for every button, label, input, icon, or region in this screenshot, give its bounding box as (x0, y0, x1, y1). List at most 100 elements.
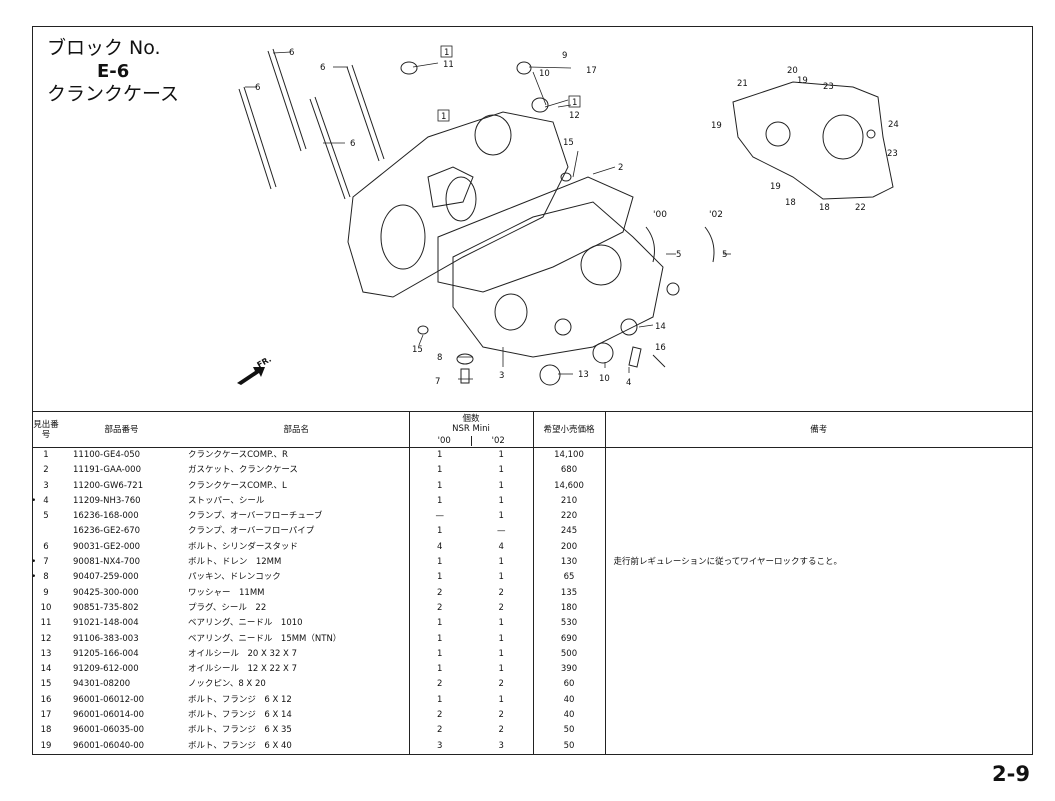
callout-24: 24 (888, 120, 899, 130)
ref-no-text: 5 (43, 511, 49, 522)
qty-02-cell: 2 (498, 602, 504, 613)
ref-no-cell: 3 (33, 479, 59, 494)
parts-diagram: 1 1 1 6 6 6 6 11 9 10 17 12 15 2 5 5 (33, 27, 1032, 411)
ref-no-text: 16 (40, 694, 52, 705)
part-number-cell: 16236-168-000 (73, 511, 139, 522)
callout-18: 18 (819, 203, 830, 213)
ref-no-cell: 16 (33, 693, 59, 708)
callout-6: 6 (289, 48, 294, 58)
callout-6: 6 (350, 139, 355, 149)
price-cell: 680 (532, 463, 605, 479)
header-quantity: 個数 NSR Mini '00 '02 (408, 411, 533, 448)
part-name-cell: パッキン、ドレンコック (188, 572, 281, 583)
callout-23: 23 (887, 149, 898, 159)
qty-02-cell: 2 (498, 587, 504, 598)
qty-00-cell: 4 (408, 539, 470, 556)
remarks-cell (604, 631, 1032, 647)
ref-no-cell: •8 (33, 570, 59, 585)
ref-no-cell: 6 (33, 540, 59, 555)
overflow-clamp-drawing (704, 226, 715, 263)
remarks-cell (604, 600, 1032, 617)
price-cell: 14,100 (532, 447, 605, 464)
parts-list-table: 見出番号 部品番号 部品名 個数 NSR Mini '00 '02 希望小売価格… (33, 411, 1032, 754)
overflow-clamp-drawing (645, 226, 655, 263)
flange-bolt-drawing (652, 354, 666, 368)
qty-02-cell: 1 (498, 465, 504, 476)
table-row: 2 11191-GAA-000 ガスケット、クランクケース 1 1 680 (33, 463, 1032, 479)
callout-10: 10 (599, 374, 610, 384)
callout-1: 1 (444, 48, 449, 58)
part-number-cell: 91209-612-000 (73, 664, 139, 675)
oil-seal-drawing (620, 318, 638, 336)
new-part-mark: • (33, 555, 36, 570)
cylinder-stud-drawing (238, 48, 385, 200)
part-number-cell: 91021-148-004 (73, 618, 139, 629)
qty-00-cell: 1 (408, 555, 470, 571)
qty-02-cell: — (497, 526, 506, 537)
drain-bolt-drawing (460, 368, 470, 384)
part-number-cell: 90031-GE2-000 (73, 541, 141, 552)
price-cell: 245 (532, 524, 605, 540)
part-name-cell: ボルト、フランジ 6 X 40 (188, 740, 292, 751)
ref-no-cell: 17 (33, 708, 59, 723)
part-number-cell: 11191-GAA-000 (73, 465, 141, 476)
remarks-cell (604, 677, 1032, 693)
part-name-cell: ベアリング、ニードル 1010 (188, 618, 303, 629)
callout-8: 8 (437, 353, 442, 363)
remarks-cell (604, 616, 1032, 632)
ref-no-text: 7 (43, 557, 49, 568)
ref-no-text: 8 (43, 572, 49, 583)
callout-10: 10 (539, 69, 550, 79)
qty-00-cell: 2 (408, 677, 470, 693)
callout-12: 12 (569, 111, 580, 121)
part-name-cell: ボルト、ドレン 12MM (188, 557, 282, 568)
callout-5: 5 (722, 250, 727, 260)
ref-no-text: 15 (40, 679, 52, 690)
part-number-cell: 90851-735-802 (73, 602, 139, 613)
callout-21: 21 (737, 79, 748, 89)
part-number-cell: 96001-06012-00 (73, 694, 145, 705)
remarks-cell (604, 708, 1032, 724)
qty-00-cell: 2 (408, 723, 470, 739)
part-number-cell: 90407-259-000 (73, 572, 139, 583)
header-part-name: 部品名 (184, 411, 409, 448)
callout-3: 3 (499, 371, 504, 381)
oil-seal-drawing (539, 364, 561, 386)
catalog-page-frame: 1 1 1 6 6 6 6 11 9 10 17 12 15 2 5 5 (32, 26, 1033, 755)
qty-02-cell: 1 (498, 664, 504, 675)
table-header-row: 見出番号 部品番号 部品名 個数 NSR Mini '00 '02 希望小売価格… (33, 411, 1032, 448)
needle-bearing-drawing (400, 61, 418, 75)
qty-00-cell: 1 (408, 493, 470, 510)
new-part-mark: • (33, 494, 36, 509)
ref-no-text: 1 (43, 450, 49, 460)
price-cell: 220 (532, 509, 605, 525)
reference-box-labels: 1 1 1 (437, 45, 581, 122)
header-qty-years: '00 '02 (410, 435, 533, 446)
ref-no-cell: 10 (33, 601, 59, 616)
header-remarks: 備考 (604, 411, 1032, 448)
qty-00-cell: 1 (408, 463, 470, 479)
remarks-cell (604, 692, 1032, 709)
remarks-cell (604, 509, 1032, 525)
ref-no-text: 12 (40, 633, 52, 644)
price-cell: 130 (532, 555, 605, 571)
callout-22: 22 (855, 203, 866, 213)
crankcase-gasket-drawing (437, 176, 634, 293)
price-cell: 500 (532, 646, 605, 663)
price-cell: 530 (532, 616, 605, 632)
sealing-plug-drawing (516, 61, 532, 75)
part-name-cell: ガスケット、クランクケース (188, 465, 298, 476)
remarks-cell (604, 478, 1032, 494)
ref-no-text: 18 (40, 725, 52, 736)
price-cell: 690 (532, 631, 605, 647)
callout-1: 1 (441, 112, 446, 122)
part-number-cell: 96001-06040-00 (73, 740, 145, 751)
price-cell: 60 (532, 677, 605, 693)
seal-stopper-drawing (628, 346, 642, 368)
ref-no-cell: 2 (33, 463, 59, 478)
remarks-cell (604, 585, 1032, 601)
